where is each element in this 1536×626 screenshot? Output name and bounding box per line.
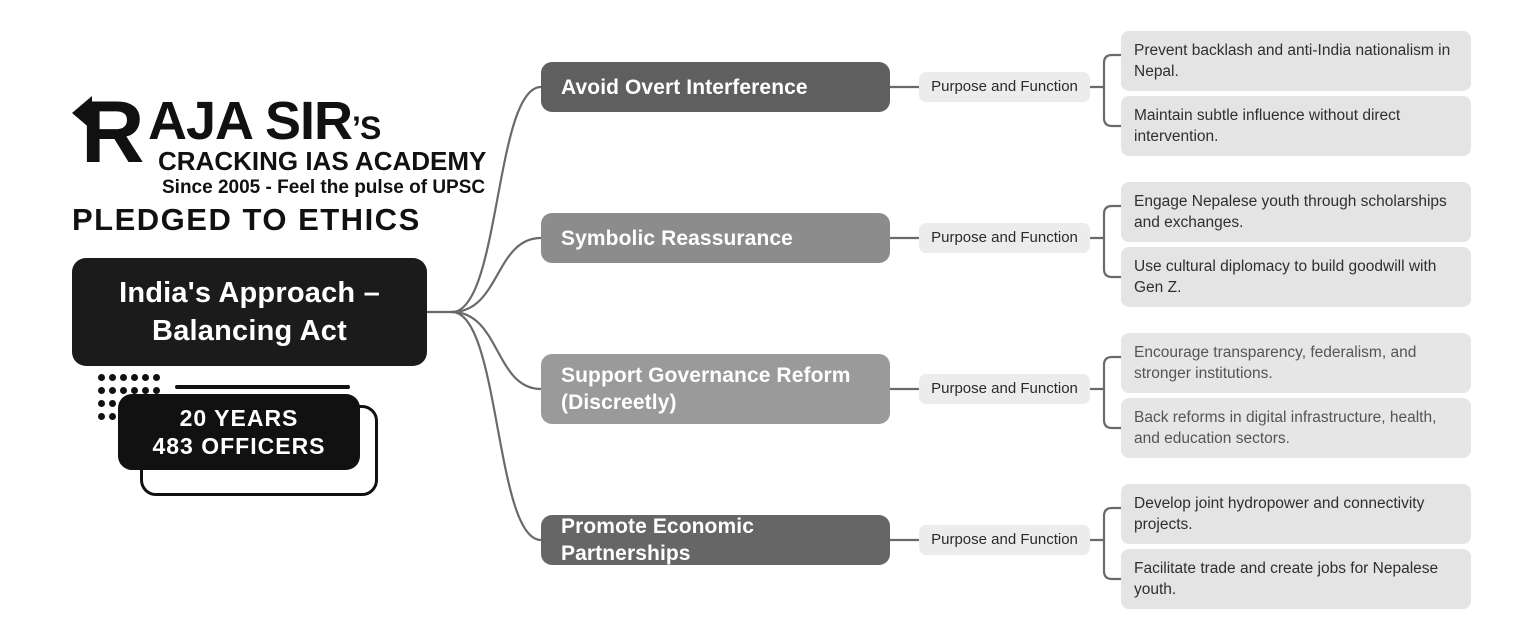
relation-pill-4[interactable]: Purpose and Function xyxy=(919,525,1090,555)
branch-node-4[interactable]: Promote Economic Partnerships xyxy=(541,515,890,565)
leaf-node-1-2[interactable]: Maintain subtle influence without direct… xyxy=(1121,96,1471,156)
bracket2-bottom xyxy=(1102,236,1123,279)
relation-pill-1[interactable]: Purpose and Function xyxy=(919,72,1090,102)
relation-pill-3-label: Purpose and Function xyxy=(931,380,1078,397)
leaf-node-2-1[interactable]: Engage Nepalese youth through scholarshi… xyxy=(1121,182,1471,242)
brand-initial-letter: R xyxy=(81,82,145,181)
branch-node-1[interactable]: Avoid Overt Interference xyxy=(541,62,890,112)
relation-pill-2-label: Purpose and Function xyxy=(931,229,1078,246)
dot xyxy=(109,374,116,381)
branch-node-3-label: Support Governance Reform (Discreetly) xyxy=(561,364,851,414)
leaf-node-4-1[interactable]: Develop joint hydropower and connectivit… xyxy=(1121,484,1471,544)
bracket1-top xyxy=(1102,53,1123,89)
relation-pill-3[interactable]: Purpose and Function xyxy=(919,374,1090,404)
bracket3-bottom xyxy=(1102,387,1123,430)
relation-pill-4-label: Purpose and Function xyxy=(931,531,1078,548)
leaf-node-1-1[interactable]: Prevent backlash and anti-India national… xyxy=(1121,31,1471,91)
branch-node-2[interactable]: Symbolic Reassurance xyxy=(541,213,890,263)
link-root-branch-1 xyxy=(450,85,543,314)
bracket4-top xyxy=(1102,506,1123,542)
dot xyxy=(153,374,160,381)
brand-name-suffix: ’S xyxy=(352,110,381,146)
brand-logo: R AJA SIR’S CRACKING IAS ACADEMY Since 2… xyxy=(72,88,486,235)
dot xyxy=(98,387,105,394)
leaf-node-2-2-text: Use cultural diplomacy to build goodwill… xyxy=(1134,258,1437,296)
leaf-node-1-2-text: Maintain subtle influence without direct… xyxy=(1134,107,1401,145)
dot xyxy=(109,387,116,394)
dot xyxy=(98,413,105,420)
left-arrow-icon xyxy=(72,96,92,130)
bracket4-bottom xyxy=(1102,538,1123,581)
branch-node-1-label: Avoid Overt Interference xyxy=(561,75,808,99)
dot xyxy=(109,400,116,407)
stats-badge: 20 YEARS 483 OFFICERS xyxy=(118,394,360,470)
bracket1-bottom xyxy=(1102,85,1123,128)
leaf-node-3-1-text: Encourage transparency, federalism, and … xyxy=(1134,344,1417,382)
leaf-node-1-1-text: Prevent backlash and anti-India national… xyxy=(1134,42,1451,80)
branch-node-2-label: Symbolic Reassurance xyxy=(561,226,793,250)
dot xyxy=(109,413,116,420)
brand-name-main: AJA SIR xyxy=(148,91,353,151)
bracket3-top xyxy=(1102,355,1123,391)
brand-tagline: PLEDGED TO ETHICS xyxy=(72,202,421,237)
branch-node-3[interactable]: Support Governance Reform (Discreetly) xyxy=(541,354,890,424)
dot xyxy=(153,387,160,394)
dot xyxy=(98,400,105,407)
badge-years: 20 YEARS xyxy=(179,405,299,431)
link-root-branch-2 xyxy=(450,236,543,314)
brand-name: AJA SIR’S xyxy=(148,91,381,155)
link-root-branch-4 xyxy=(450,310,543,542)
link-root-branch-3 xyxy=(450,310,543,391)
leaf-node-3-2-text: Back reforms in digital infrastructure, … xyxy=(1134,409,1437,447)
badge-rule-decoration xyxy=(175,385,350,389)
brand-academy-line: CRACKING IAS ACADEMY xyxy=(158,146,487,176)
relation-pill-1-label: Purpose and Function xyxy=(931,78,1078,95)
leaf-node-2-2[interactable]: Use cultural diplomacy to build goodwill… xyxy=(1121,247,1471,307)
dot xyxy=(131,387,138,394)
root-node-label: India's Approach – Balancing Act xyxy=(119,277,380,347)
leaf-node-2-1-text: Engage Nepalese youth through scholarshi… xyxy=(1134,193,1447,231)
leaf-node-3-1[interactable]: Encourage transparency, federalism, and … xyxy=(1121,333,1471,393)
relation-pill-2[interactable]: Purpose and Function xyxy=(919,223,1090,253)
root-node[interactable]: India's Approach – Balancing Act xyxy=(72,258,427,366)
dot xyxy=(131,374,138,381)
branch-node-4-label: Promote Economic Partnerships xyxy=(561,515,754,565)
dot xyxy=(120,374,127,381)
leaf-node-4-2-text: Facilitate trade and create jobs for Nep… xyxy=(1134,560,1439,598)
leaf-node-4-2[interactable]: Facilitate trade and create jobs for Nep… xyxy=(1121,549,1471,609)
badge-officers: 483 OFFICERS xyxy=(152,433,326,459)
leaf-node-3-2[interactable]: Back reforms in digital infrastructure, … xyxy=(1121,398,1471,458)
brand-wordmark-row: R AJA SIR’S CRACKING IAS ACADEMY Since 2… xyxy=(72,88,486,235)
dot xyxy=(120,387,127,394)
brand-since-line: Since 2005 - Feel the pulse of UPSC xyxy=(162,177,486,198)
leaf-node-4-1-text: Develop joint hydropower and connectivit… xyxy=(1134,495,1425,533)
dot xyxy=(142,374,149,381)
dot xyxy=(98,374,105,381)
dot xyxy=(142,387,149,394)
bracket2-top xyxy=(1102,204,1123,240)
